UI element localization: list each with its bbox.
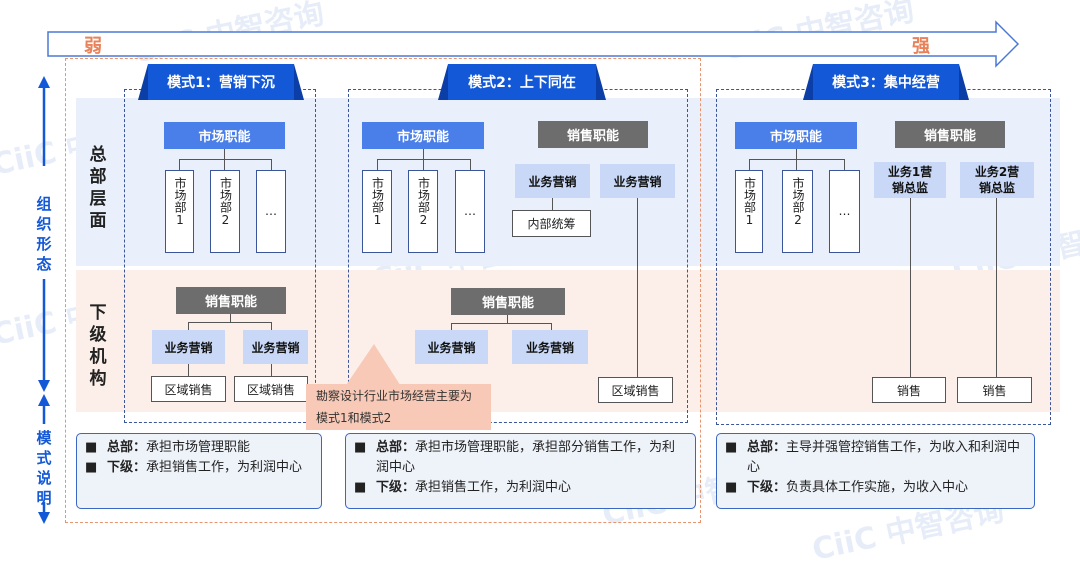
mode3-description: ■总部：主导并强管控销售工作，为收入和利润中心 ■下级：负责具体工作实施，为收入… [716, 433, 1035, 509]
mode2-market-dept: 市场部1 [362, 170, 392, 253]
callout-note: 勘察设计行业市场经营主要为模式1和模式2 [306, 384, 491, 430]
side-arrows [38, 76, 50, 524]
mode2-business-marketing: 业务营销 [512, 330, 588, 364]
strong-label: 强 [912, 36, 930, 57]
mode3-market-dept-more: … [829, 170, 860, 253]
mode3-sales-unit: 销售 [957, 377, 1032, 403]
mode1-market-dept: 市场部1 [165, 170, 194, 253]
mode2-market-dept-more: … [455, 170, 485, 253]
mode3-business-director: 业务2营销总监 [960, 162, 1034, 198]
weak-label: 弱 [84, 36, 102, 57]
org-form-label: 组织形态 [36, 195, 52, 273]
mode2-hq-business-marketing: 业务营销 [600, 164, 675, 198]
mode3-hq-sales-function: 销售职能 [895, 121, 1005, 148]
mode1-business-marketing: 业务营销 [152, 330, 225, 364]
mode3-business-director: 业务1营销总监 [874, 162, 946, 198]
mode1-market-function: 市场职能 [164, 122, 285, 149]
mode2-regional-sales: 区域销售 [598, 377, 673, 403]
subordinate-level-label: 下级机构 [89, 303, 107, 389]
mode2-sales-function: 销售职能 [451, 288, 565, 315]
mode2-description: ■总部：承担市场管理职能，承担部分销售工作，为利润中心 ■下级：承担销售工作，为… [345, 433, 696, 509]
mode2-title: 模式2：上下同在 [438, 64, 606, 100]
mode2-internal-coordination: 内部统筹 [512, 210, 591, 237]
mode1-sales-function: 销售职能 [176, 287, 286, 314]
mode3-market-function: 市场职能 [735, 122, 857, 149]
mode1-business-marketing: 业务营销 [243, 330, 308, 364]
mode2-market-function: 市场职能 [362, 122, 484, 149]
mode1-regional-sales: 区域销售 [151, 376, 226, 402]
mode3-sales-unit: 销售 [872, 377, 946, 403]
mode-desc-label: 模式说明 [36, 429, 52, 507]
mode3-market-dept: 市场部2 [782, 170, 813, 253]
weak-strong-arrow [47, 20, 1020, 68]
mode1-description: ■总部：承担市场管理职能 ■下级：承担销售工作，为利润中心 [76, 433, 322, 509]
mode2-business-marketing: 业务营销 [415, 330, 488, 364]
mode2-market-dept: 市场部2 [408, 170, 438, 253]
mode1-market-dept: 市场部2 [210, 170, 240, 253]
mode3-title: 模式3：集中经营 [803, 64, 969, 100]
mode2-hq-business-marketing: 业务营销 [515, 164, 590, 198]
mode2-hq-sales-function: 销售职能 [538, 121, 648, 148]
mode1-title: 模式1：营销下沉 [138, 64, 304, 100]
mode1-regional-sales: 区域销售 [234, 376, 308, 402]
callout-pointer [344, 344, 402, 388]
hq-level-label: 总部层面 [89, 145, 107, 231]
mode1-market-dept-more: … [256, 170, 286, 253]
common-modes-group [65, 58, 701, 523]
mode3-market-dept: 市场部1 [735, 170, 763, 253]
